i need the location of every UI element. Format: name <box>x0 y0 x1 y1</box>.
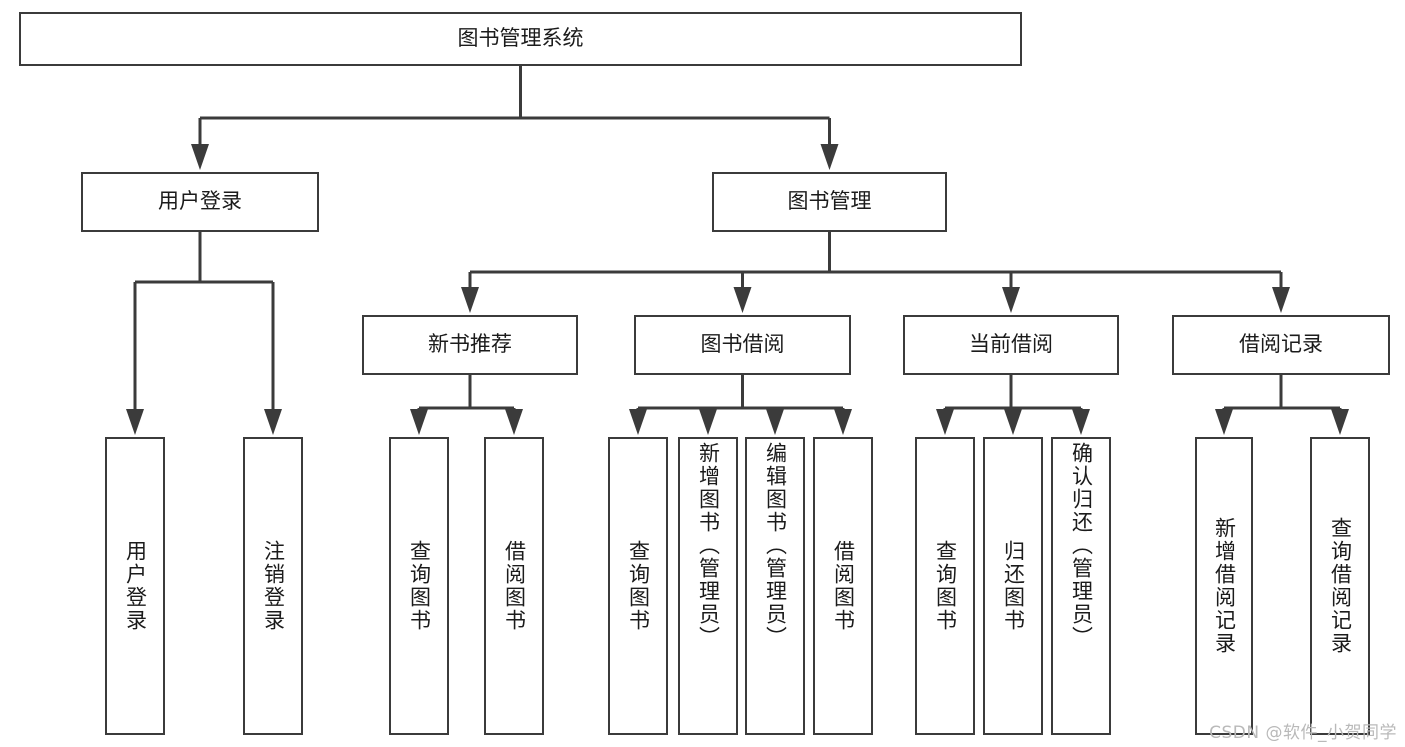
node-leaf-return: 归还图书 <box>983 437 1043 735</box>
node-label: 图书借阅 <box>700 332 785 357</box>
node-label: 用户登录 <box>158 189 242 214</box>
node-label: 查询图书 <box>407 540 432 632</box>
node-borrow-record: 借阅记录 <box>1172 315 1390 375</box>
node-leaf-user-login: 用户登录 <box>105 437 165 735</box>
node-new-book-rec: 新书推荐 <box>362 315 578 375</box>
node-leaf-borrow-2: 借阅图书 <box>813 437 873 735</box>
node-label: 借阅图书 <box>831 540 856 632</box>
node-book-manage: 图书管理 <box>712 172 947 232</box>
node-label: 图书管理 <box>787 189 872 214</box>
node-leaf-edit-book: 编辑图书（管理员） <box>745 437 805 735</box>
node-leaf-add-book: 新增图书（管理员） <box>678 437 738 735</box>
node-leaf-query-3: 查询图书 <box>915 437 975 735</box>
node-label: 查询借阅记录 <box>1328 517 1353 655</box>
node-label: 注销登录 <box>261 540 286 632</box>
node-label: 确认归还（管理员） <box>1069 442 1094 649</box>
node-label: 图书管理系统 <box>457 26 584 51</box>
node-label: 新增图书（管理员） <box>696 442 721 649</box>
node-label: 借阅记录 <box>1239 332 1323 357</box>
node-label: 查询图书 <box>933 540 958 632</box>
node-leaf-add-rec: 新增借阅记录 <box>1195 437 1253 735</box>
node-label: 当前借阅 <box>969 332 1053 357</box>
node-leaf-query-2: 查询图书 <box>608 437 668 735</box>
node-user-login: 用户登录 <box>81 172 319 232</box>
node-root: 图书管理系统 <box>19 12 1022 66</box>
node-label: 归还图书 <box>1001 540 1026 632</box>
node-leaf-query-rec: 查询借阅记录 <box>1310 437 1370 735</box>
node-leaf-confirm: 确认归还（管理员） <box>1051 437 1111 735</box>
node-current-borrow: 当前借阅 <box>903 315 1119 375</box>
node-label: 新增借阅记录 <box>1212 517 1237 655</box>
node-label: 编辑图书（管理员） <box>763 442 788 649</box>
node-leaf-borrow-1: 借阅图书 <box>484 437 544 735</box>
node-label: 借阅图书 <box>502 540 527 632</box>
node-book-borrow: 图书借阅 <box>634 315 851 375</box>
node-label: 新书推荐 <box>428 332 512 357</box>
node-leaf-query-1: 查询图书 <box>389 437 449 735</box>
node-leaf-logout: 注销登录 <box>243 437 303 735</box>
node-label: 用户登录 <box>123 540 148 632</box>
node-label: 查询图书 <box>626 540 651 632</box>
